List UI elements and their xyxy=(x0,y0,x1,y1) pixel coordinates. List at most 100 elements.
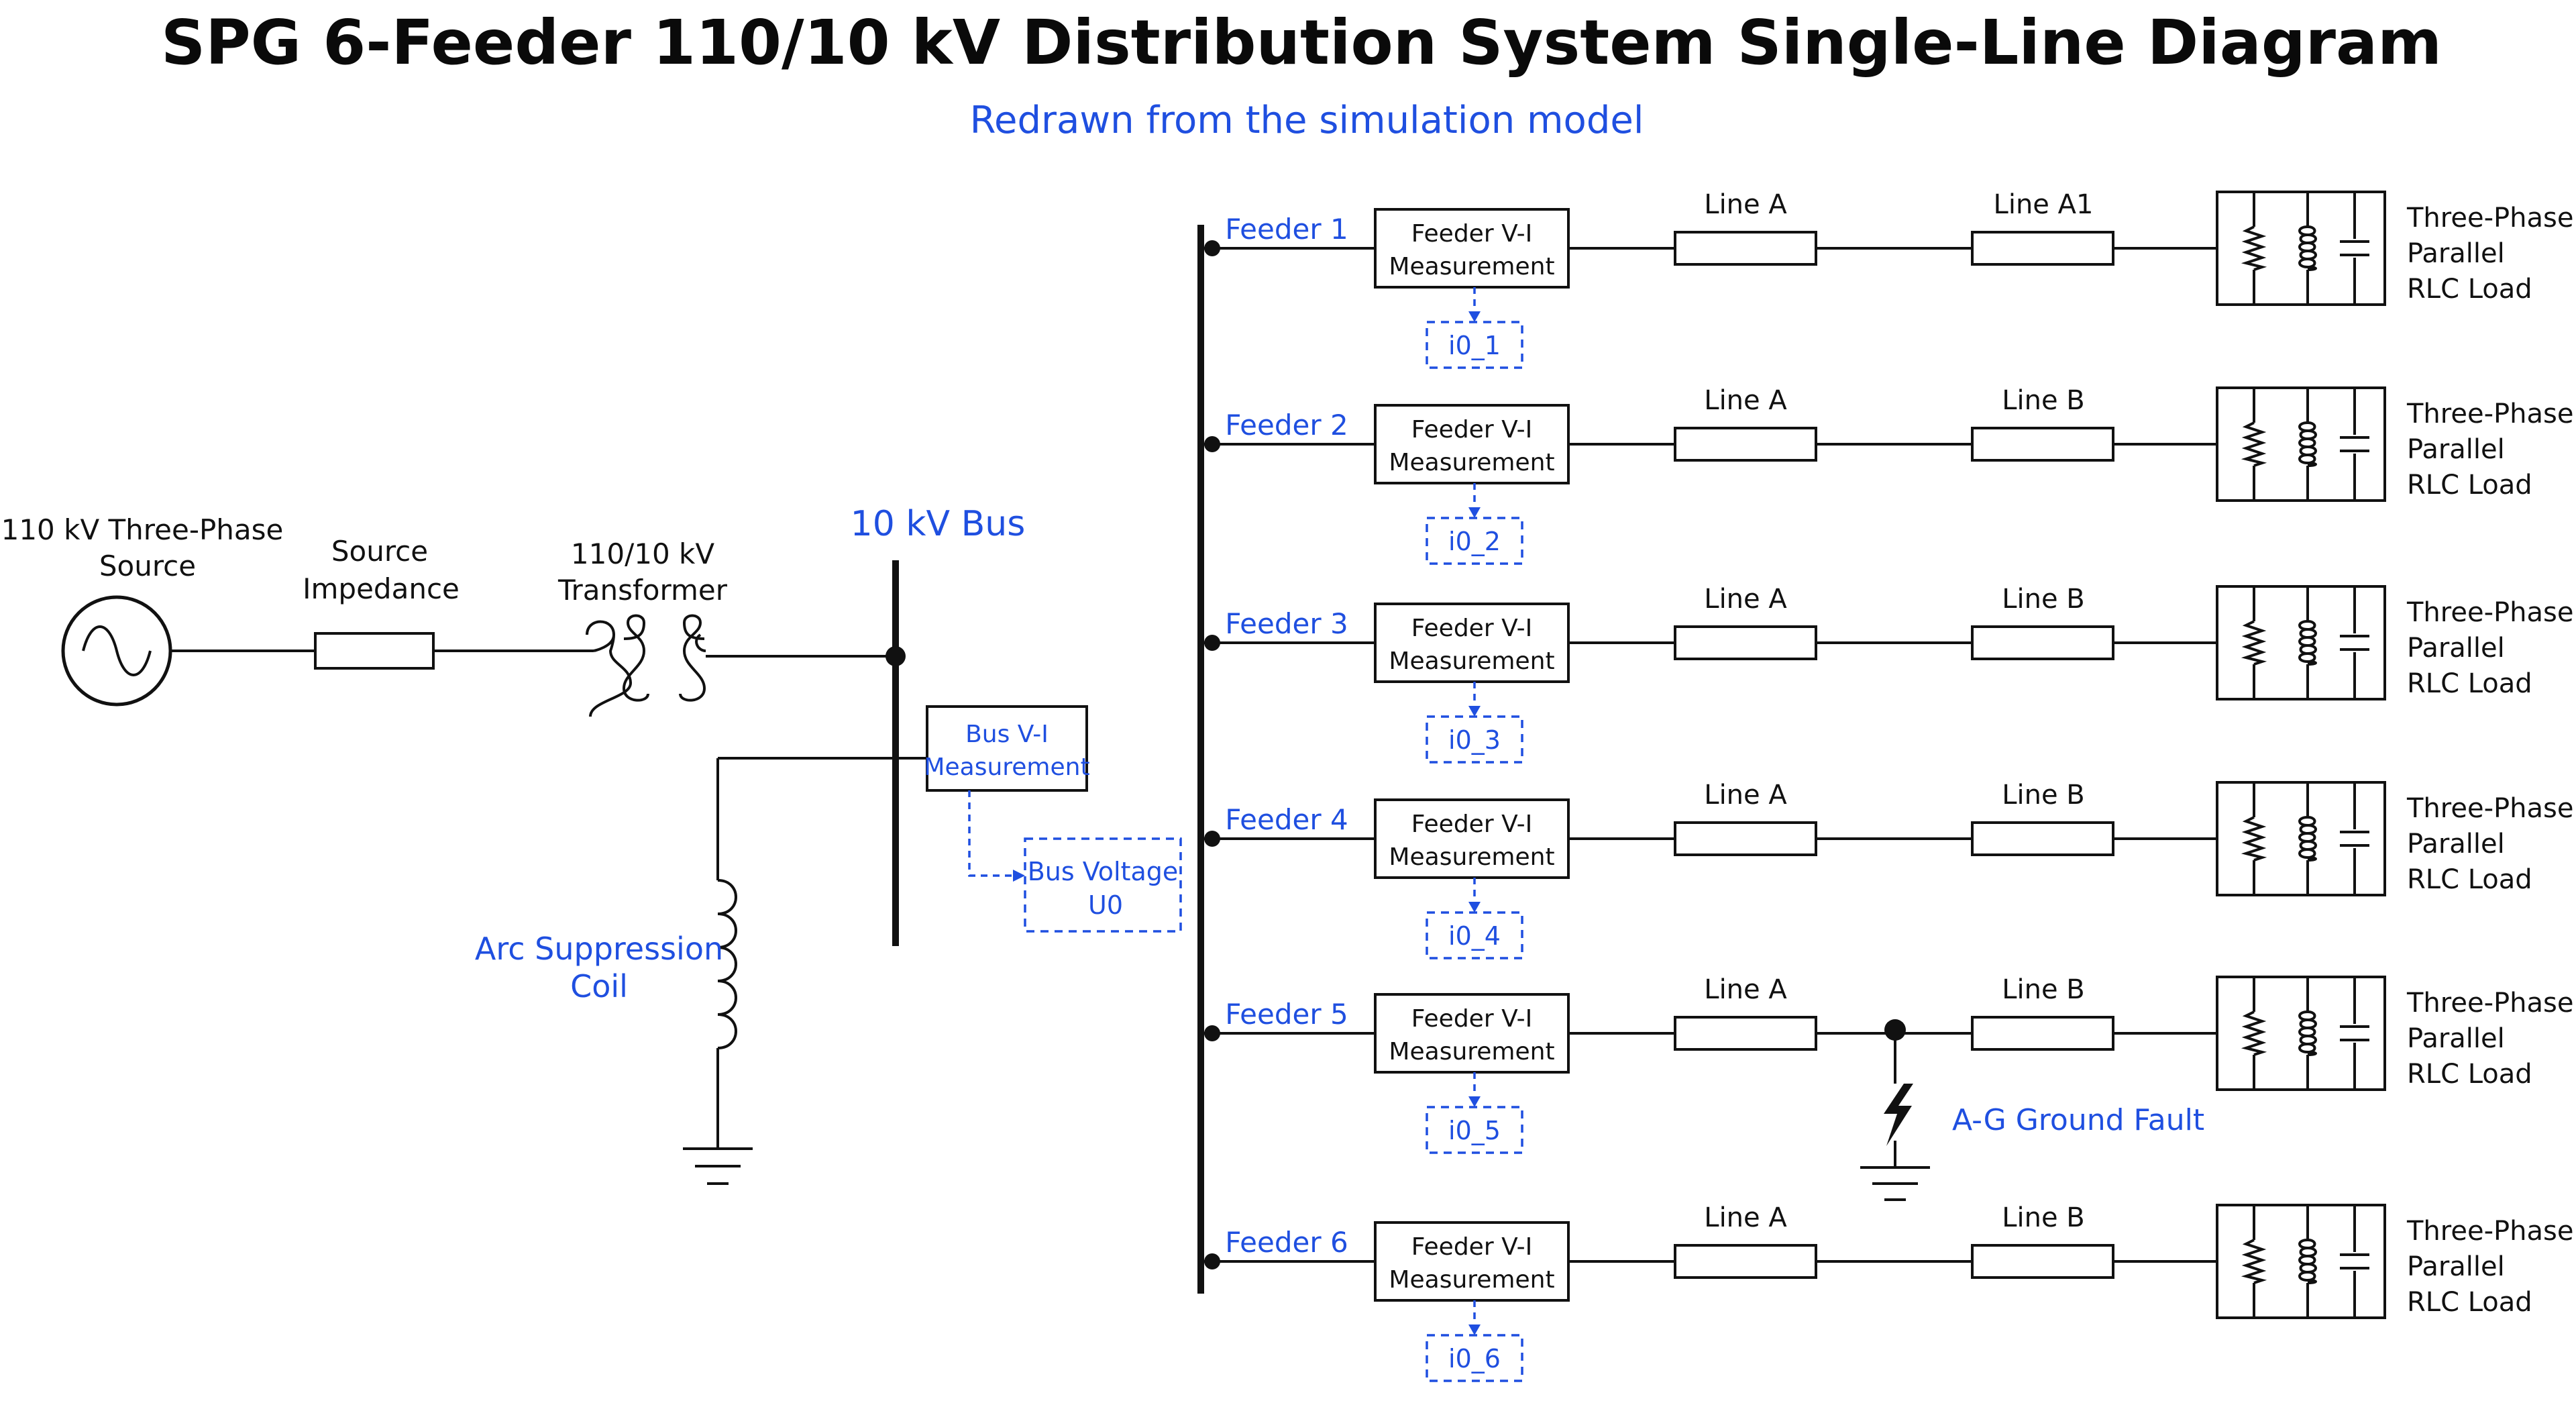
line-segment-b-label: Line B xyxy=(2002,780,2085,811)
line-segment-a xyxy=(1674,821,1817,856)
load-label-line3: RLC Load xyxy=(2407,864,2532,895)
feeder-vi-measurement-line2: Measurement xyxy=(1389,253,1554,280)
line-segment-a xyxy=(1674,625,1817,660)
line-segment-b-label: Line B xyxy=(2002,974,2085,1005)
line-segment-b-label: Line A1 xyxy=(1994,189,2094,220)
transformer-label-line1: 110/10 kV xyxy=(571,537,714,570)
page-subtitle: Redrawn from the simulation model xyxy=(970,99,1644,142)
load-label-line3: RLC Load xyxy=(2407,274,2532,305)
feeder-vi-measurement-line1: Feeder V-I xyxy=(1411,220,1532,248)
feeder-row: Feeder 2 Feeder V-I Measurement Line A Line … xyxy=(1201,385,2573,565)
rlc-load xyxy=(2216,386,2386,502)
bus-voltage-u0 xyxy=(1024,837,1182,933)
feeder-vi-measurement-line1: Feeder V-I xyxy=(1411,1005,1532,1033)
feeder-vi-measurement-line2: Measurement xyxy=(1389,449,1554,476)
line-segment-a-label: Line A xyxy=(1704,780,1787,811)
feeder-name: Feeder 3 xyxy=(1225,607,1348,640)
bus-voltage-line1: Bus Voltage xyxy=(1028,857,1179,886)
feeder-signal-label: i0_5 xyxy=(1448,1116,1501,1145)
load-label-line1: Three-Phase xyxy=(2406,203,2573,233)
feeder-vi-measurement-line1: Feeder V-I xyxy=(1411,615,1532,642)
source-impedance-label-line1: Source xyxy=(331,535,428,568)
feeder-signal xyxy=(1426,517,1523,565)
rlc-load xyxy=(2216,191,2386,306)
feeder-signal xyxy=(1426,1106,1523,1154)
three-phase-source xyxy=(61,595,172,707)
feeder-row: Feeder 5 Feeder V-I Measurement Line A Line … xyxy=(1201,974,2573,1154)
feeder-signal-label: i0_3 xyxy=(1448,725,1501,755)
source-label-line2: Source xyxy=(99,550,196,582)
arc-coil-label-line1: Arc Suppression xyxy=(475,931,723,967)
line-segment-b xyxy=(1971,1016,2114,1051)
feeder-vi-measurement xyxy=(1374,798,1570,879)
line-segment-a xyxy=(1674,427,1817,462)
load-label-line1: Three-Phase xyxy=(2406,399,2573,429)
line-segment-b xyxy=(1971,231,2114,266)
bus-vi-measurement-line2: Measurement xyxy=(924,754,1089,781)
feeder-row: Feeder 3 Feeder V-I Measurement Line A Line … xyxy=(1201,584,2573,764)
feeder-row: Feeder 1 Feeder V-I Measurement Line A Line … xyxy=(1201,189,2573,369)
rlc-load xyxy=(2216,1204,2386,1319)
fault-label: A-G Ground Fault xyxy=(1952,1103,2204,1137)
ac-sine-icon xyxy=(82,625,152,676)
feeder-name: Feeder 1 xyxy=(1225,213,1348,246)
load-label-line2: Parallel xyxy=(2407,434,2505,465)
feeder-vi-measurement-line1: Feeder V-I xyxy=(1411,1233,1532,1261)
feeder-vi-measurement-line2: Measurement xyxy=(1389,1266,1554,1294)
feeder-signal xyxy=(1426,1334,1523,1382)
load-label-line3: RLC Load xyxy=(2407,668,2532,699)
feeder-vi-measurement-line1: Feeder V-I xyxy=(1411,416,1532,444)
page-title: SPG 6-Feeder 110/10 kV Distribution Syst… xyxy=(161,7,2442,79)
line-segment-b xyxy=(1971,625,2114,660)
load-label-line3: RLC Load xyxy=(2407,1287,2532,1318)
source-label-line1: 110 kV Three-Phase xyxy=(1,513,284,546)
source-impedance-label-line2: Impedance xyxy=(303,572,460,605)
load-label-line1: Three-Phase xyxy=(2406,793,2573,824)
line-segment-b xyxy=(1971,1244,2114,1279)
line-segment-b xyxy=(1971,427,2114,462)
line-segment-a-label: Line A xyxy=(1704,584,1787,615)
source-impedance xyxy=(314,632,435,670)
feeder-name: Feeder 2 xyxy=(1225,409,1348,441)
rlc-load xyxy=(2216,976,2386,1091)
arc-coil-label-line2: Coil xyxy=(570,968,628,1004)
feeder-vi-measurement xyxy=(1374,603,1570,683)
bus-vi-measurement-line1: Bus V-I xyxy=(965,721,1049,748)
line-segment-b-label: Line B xyxy=(2002,584,2085,615)
load-label-line2: Parallel xyxy=(2407,238,2505,269)
load-label-line2: Parallel xyxy=(2407,633,2505,664)
line-segment-a-label: Line A xyxy=(1704,974,1787,1005)
load-label-line2: Parallel xyxy=(2407,1251,2505,1282)
feeder-signal xyxy=(1426,911,1523,959)
rlc-load xyxy=(2216,585,2386,700)
feeder-vi-measurement xyxy=(1374,1221,1570,1302)
feeder-signal xyxy=(1426,321,1523,369)
load-label-line3: RLC Load xyxy=(2407,1059,2532,1090)
ground-fault xyxy=(1860,1019,1930,1201)
bus-voltage-line2: U0 xyxy=(1088,890,1123,920)
line-segment-a-label: Line A xyxy=(1704,385,1787,416)
line-segment-a-label: Line A xyxy=(1704,1202,1787,1233)
rlc-load xyxy=(2216,781,2386,896)
line-segment-b xyxy=(1971,821,2114,856)
line-segment-a xyxy=(1674,1244,1817,1279)
lightning-bolt-icon xyxy=(1884,1084,1913,1146)
load-label-line1: Three-Phase xyxy=(2406,597,2573,628)
load-label-line1: Three-Phase xyxy=(2406,1216,2573,1247)
arc-suppression-coil xyxy=(717,879,737,1049)
transformer-label-line2: Transformer xyxy=(557,574,728,607)
feeder-vi-measurement-line2: Measurement xyxy=(1389,647,1554,675)
line-segment-b-label: Line B xyxy=(2002,385,2085,416)
feeder-vi-measurement-line2: Measurement xyxy=(1389,843,1554,871)
feeder-signal-label: i0_6 xyxy=(1448,1344,1501,1373)
line-segment-a-label: Line A xyxy=(1704,189,1787,220)
feeder-vi-measurement-line2: Measurement xyxy=(1389,1038,1554,1066)
feeder-signal xyxy=(1426,715,1523,764)
line-segment-b-label: Line B xyxy=(2002,1202,2085,1233)
load-label-line2: Parallel xyxy=(2407,829,2505,860)
feeder-name: Feeder 5 xyxy=(1225,998,1348,1031)
